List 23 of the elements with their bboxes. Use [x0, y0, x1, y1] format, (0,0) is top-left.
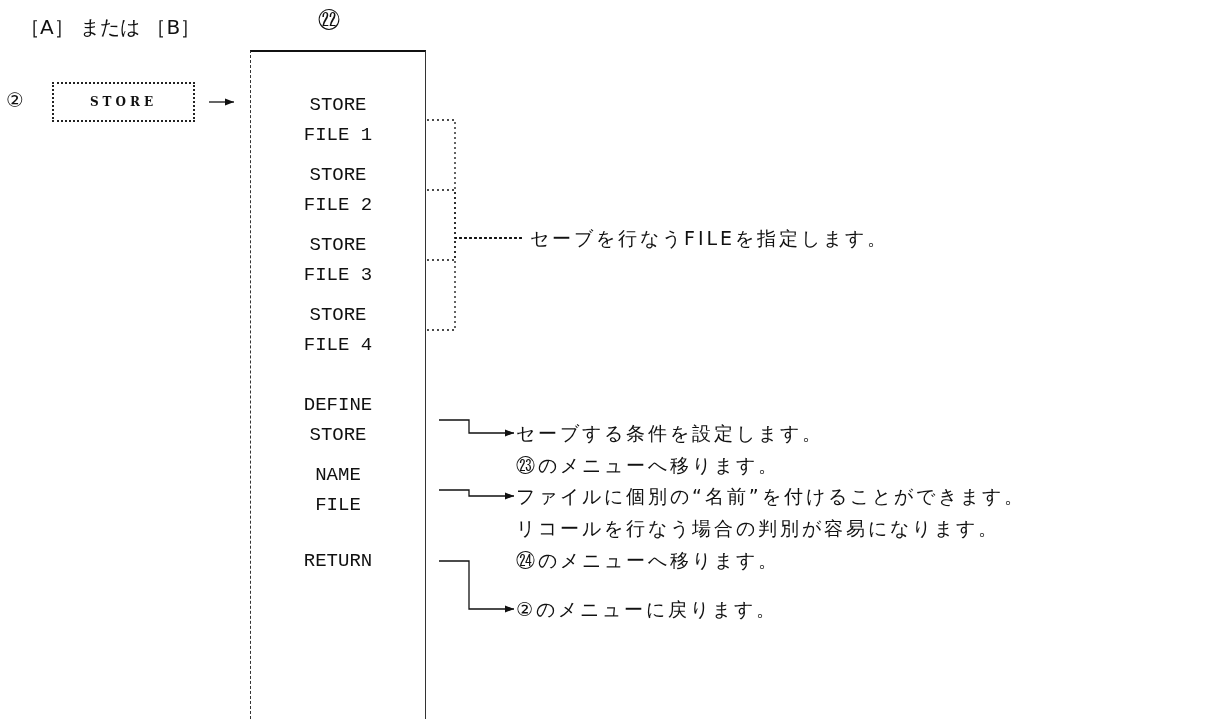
- menu-item: STORE FILE 2: [302, 163, 374, 218]
- arrow: [438, 419, 515, 437]
- menu-item: RETURN: [302, 549, 374, 574]
- description-text: ファイルに個別の“名前”を付けることができます。: [516, 484, 1026, 509]
- key-label: ［A］ または ［B］: [20, 14, 201, 41]
- softkey-box: STORE: [52, 82, 195, 122]
- menu-number: ㉒: [318, 8, 340, 33]
- menu-item: NAME FILE: [314, 463, 362, 518]
- description-text: リコールを行なう場合の判別が容易になります。: [516, 516, 1001, 541]
- description-text: ㉔のメニューへ移ります。: [516, 548, 781, 573]
- arrow: [438, 560, 515, 613]
- description-text: ②のメニューに戻ります。: [516, 597, 779, 622]
- menu-number: ②: [6, 88, 24, 112]
- description-text: ㉓のメニューへ移ります。: [516, 453, 781, 478]
- description-text: セーブを行なうFILEを指定します。: [530, 226, 890, 251]
- bracket-leader-line: [426, 237, 525, 331]
- menu-item: STORE FILE 3: [302, 233, 374, 288]
- menu-item: DEFINE STORE: [302, 393, 374, 448]
- arrow: [208, 98, 235, 106]
- arrow: [438, 489, 515, 500]
- menu-item: STORE FILE 4: [302, 303, 374, 358]
- menu-item: STORE FILE 1: [302, 93, 374, 148]
- description-text: セーブする条件を設定します。: [516, 421, 824, 446]
